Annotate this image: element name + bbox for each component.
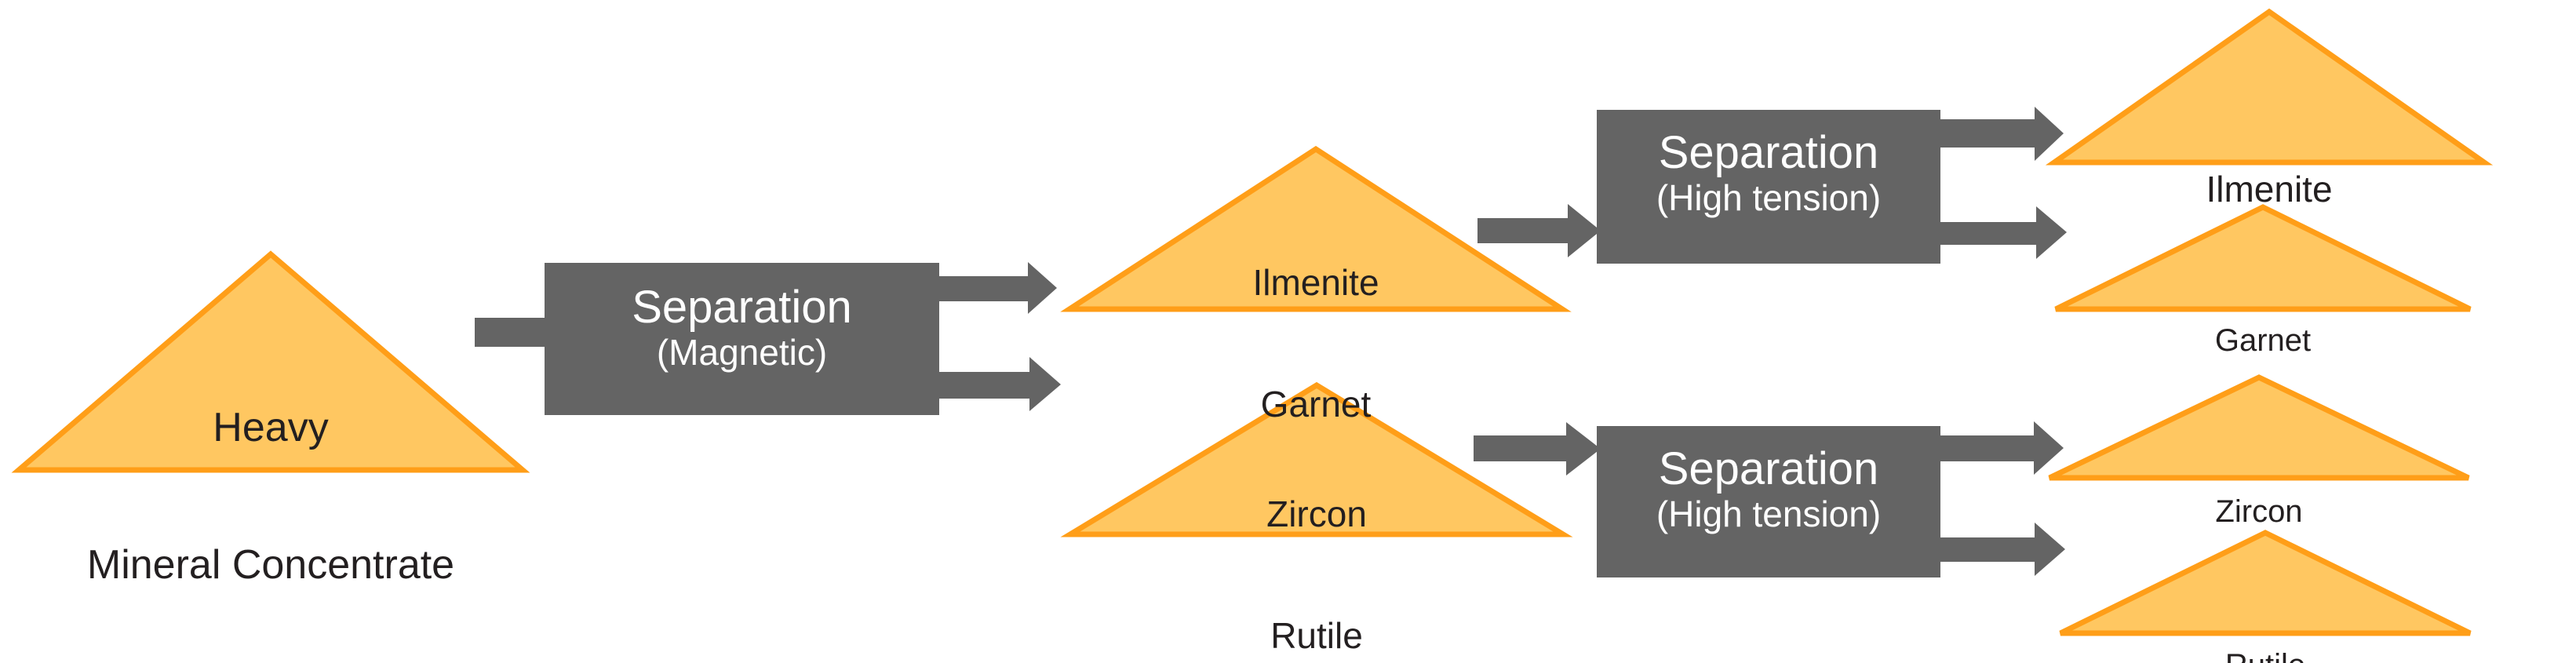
shape-rutile [2059, 530, 2472, 636]
shape-zircon-rutile [1060, 381, 1573, 537]
shape-separation-magnetic [545, 263, 939, 415]
shape-garnet [2054, 204, 2472, 312]
shape-separation-high-tension-lower [1597, 426, 1940, 577]
arrow-ht-upper-to-garnet [1907, 206, 2067, 259]
arrow-magnetic-to-ilmenite-garnet [902, 262, 1057, 314]
arrow-ht-lower-to-zircon [1907, 421, 2064, 475]
arrow-ht-upper-to-ilmenite [1907, 107, 2064, 161]
shape-ilmenite [2045, 8, 2494, 166]
arrow-ilmenite-garnet-to-ht-upper [1477, 204, 1601, 257]
arrow-magnetic-to-zircon-rutile [902, 357, 1061, 411]
arrow-ht-lower-to-rutile [1907, 523, 2065, 576]
arrow-zircon-rutile-to-ht-lower [1474, 422, 1601, 475]
shape-ilmenite-garnet [1060, 145, 1572, 312]
shape-heavy-mineral-concentrate [11, 250, 530, 473]
shape-separation-high-tension-upper [1597, 110, 1940, 264]
shape-zircon [2048, 374, 2470, 481]
